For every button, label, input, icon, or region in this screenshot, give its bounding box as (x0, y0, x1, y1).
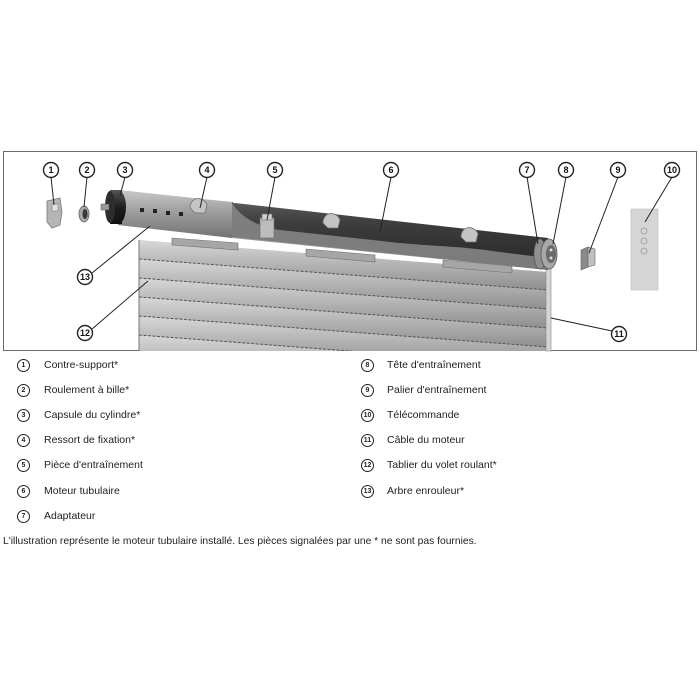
callout-2: 2 (78, 161, 96, 179)
legend-item-10: 10 Télécommande (361, 407, 459, 423)
legend-number-badge: 3 (17, 408, 30, 422)
svg-text:8: 8 (563, 165, 568, 175)
legend-label: Pièce d'entraînement (44, 459, 143, 471)
svg-text:13: 13 (80, 272, 90, 282)
legend-item-2: 2 Roulement à bille* (17, 382, 129, 398)
svg-text:3: 3 (122, 165, 127, 175)
legend-item-12: 12 Tablier du volet roulant* (361, 457, 497, 473)
callout-5: 5 (266, 161, 284, 179)
legend-number-badge: 1 (17, 358, 30, 372)
callout-11: 11 (610, 325, 628, 343)
legend-item-13: 13 Arbre enrouleur* (361, 483, 464, 499)
svg-text:5: 5 (272, 165, 277, 175)
legend-label: Ressort de fixation* (44, 434, 136, 446)
legend-number-badge: 7 (17, 509, 30, 523)
motor-cable (545, 267, 552, 352)
legend-item-4: 4 Ressort de fixation* (17, 432, 135, 448)
callout-7: 7 (518, 161, 536, 179)
ball-bearing-part (78, 205, 90, 223)
roller-shutter-apron (138, 237, 548, 351)
legend-number-badge: 12 (361, 458, 374, 472)
legend-item-6: 6 Moteur tubulaire (17, 483, 120, 499)
motor-drive-head (533, 238, 558, 270)
tubular-motor-exploded-diagram: 1 2 3 4 5 6 7 8 9 10 11 12 13 (42, 161, 681, 352)
callout-12: 12 (76, 324, 94, 342)
legend-label: Adaptateur (44, 510, 96, 522)
legend-label: Roulement à bille* (44, 384, 130, 396)
legend-label: Moteur tubulaire (44, 485, 120, 497)
callout-4: 4 (198, 161, 216, 179)
legend-label: Tablier du volet roulant* (387, 459, 497, 471)
svg-text:9: 9 (615, 165, 620, 175)
callout-1: 1 (42, 161, 60, 179)
svg-text:6: 6 (388, 165, 393, 175)
legend-item-3: 3 Capsule du cylindre* (17, 407, 140, 423)
callout-markers: 1 2 3 4 5 6 7 8 9 10 11 12 13 (42, 161, 681, 343)
footnote: L'illustration représente le moteur tubu… (3, 536, 477, 547)
legend-item-9: 9 Palier d'entraînement (361, 382, 486, 398)
legend-number-badge: 8 (361, 358, 374, 372)
legend-item-8: 8 Tête d'entraînement (361, 357, 481, 373)
legend-number-badge: 9 (361, 383, 374, 397)
callout-8: 8 (557, 161, 575, 179)
legend-item-5: 5 Pièce d'entraînement (17, 457, 143, 473)
callout-9: 9 (609, 161, 627, 179)
legend-number-badge: 5 (17, 458, 30, 472)
legend-label: Contre-support* (44, 359, 119, 371)
svg-text:12: 12 (80, 328, 90, 338)
callout-3: 3 (116, 161, 134, 179)
fixation-clips (189, 198, 479, 243)
legend-number-badge: 11 (361, 433, 374, 447)
legend-number-badge: 13 (361, 484, 374, 498)
legend-label: Télécommande (387, 409, 460, 421)
callout-6: 6 (382, 161, 400, 179)
svg-text:11: 11 (614, 329, 624, 339)
legend-item-7: 7 Adaptateur (17, 508, 95, 524)
callout-10: 10 (663, 161, 681, 179)
legend-label: Palier d'entraînement (387, 384, 487, 396)
legend-number-badge: 6 (17, 484, 30, 498)
legend-item-1: 1 Contre-support* (17, 357, 118, 373)
svg-text:1: 1 (48, 165, 53, 175)
svg-text:2: 2 (84, 165, 89, 175)
counter-support-part (46, 197, 63, 229)
legend-label: Tête d'entraînement (387, 359, 481, 371)
legend-number-badge: 2 (17, 383, 30, 397)
drive-bearing-part (580, 246, 596, 271)
legend-number-badge: 4 (17, 433, 30, 447)
legend-item-11: 11 Câble du moteur (361, 432, 465, 448)
legend-label: Capsule du cylindre* (44, 409, 141, 421)
svg-text:4: 4 (204, 165, 209, 175)
callout-13: 13 (76, 268, 94, 286)
svg-text:7: 7 (524, 165, 529, 175)
svg-text:10: 10 (667, 165, 677, 175)
legend-label: Arbre enrouleur* (387, 485, 465, 497)
legend-number-badge: 10 (361, 408, 374, 422)
remote-control-part (630, 208, 659, 291)
callout-leader-lines (50, 176, 673, 332)
legend-label: Câble du moteur (387, 434, 465, 446)
